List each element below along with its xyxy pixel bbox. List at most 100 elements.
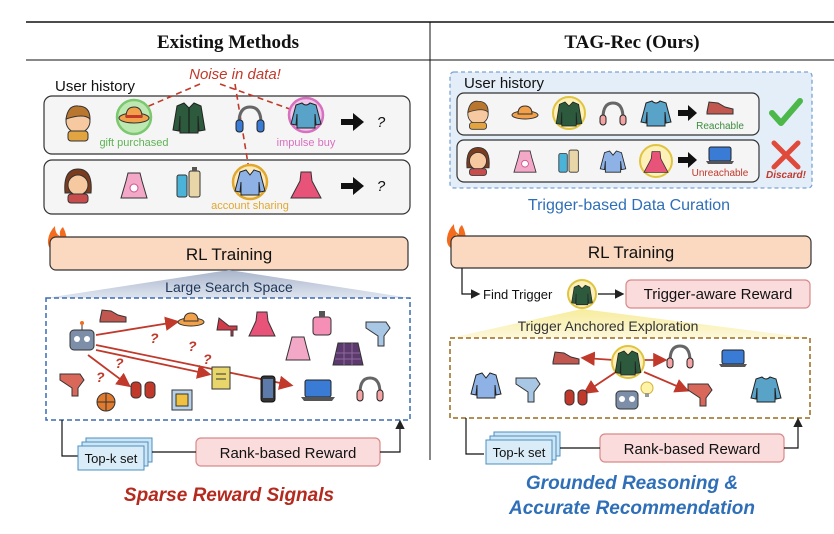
right-caption-line-2: Accurate Recommendation — [508, 498, 755, 519]
right-reward-return — [784, 417, 803, 449]
find-trigger-connector — [461, 268, 481, 299]
left-row1-hat-icon — [118, 106, 150, 124]
search-phone-icon — [260, 375, 276, 403]
exploration-scarf-icon — [515, 377, 541, 403]
left-reward-return — [380, 419, 405, 453]
search-notebook-icon — [211, 366, 231, 390]
noise-lines — [134, 83, 299, 177]
exploration-headphones-icon — [666, 344, 694, 369]
right-row1-jacket-icon — [555, 101, 583, 127]
right-row2-dress-icon — [643, 151, 669, 173]
right-row2-target-laptop-icon — [706, 146, 734, 164]
left-header: Existing Methods — [157, 32, 299, 53]
left-row1-user-icon — [65, 105, 91, 142]
right-row1-headphones-icon — [599, 101, 627, 126]
right-history-row-1 — [456, 92, 760, 136]
right-row2-shirt-icon — [599, 150, 627, 173]
left-row1-headphones-icon — [235, 105, 265, 133]
left-row1-jacket-icon — [172, 102, 206, 134]
exploration-robot-icon — [615, 390, 639, 410]
left-loop-line — [61, 420, 80, 457]
exploration-cone — [450, 309, 810, 338]
search-sneaker-icon — [99, 309, 127, 323]
noise-label: Noise in data! — [189, 66, 282, 83]
right-user-history-label: User history — [464, 75, 545, 92]
left-row1-unknown: ? — [377, 114, 386, 131]
exploration-laptop-icon — [719, 349, 747, 367]
search-perfume-icon — [312, 311, 332, 336]
search-heels-icon — [216, 317, 238, 337]
right-rl-training-box — [450, 235, 812, 269]
search-arrows — [87, 316, 294, 390]
search-plaid-jacket-icon — [332, 342, 364, 366]
right-row1-sweater-icon — [640, 100, 672, 127]
right-row1-arrow-icon — [678, 105, 697, 121]
search-mark-5: ? — [115, 355, 124, 371]
search-dress-icon — [248, 311, 276, 337]
search-laptop-icon — [301, 379, 335, 401]
search-mark-1: ? — [150, 330, 159, 346]
right-row2-baby-dress-icon — [513, 150, 537, 173]
search-space-cone — [46, 270, 410, 298]
right-rl-training-label: RL Training — [588, 243, 674, 262]
cross-icon — [771, 140, 801, 170]
search-basketball-icon — [96, 392, 116, 412]
left-reward-label: Rank-based Reward — [220, 445, 357, 462]
left-rl-training-label: RL Training — [186, 245, 272, 264]
right-row1-target-sneaker-icon — [706, 101, 734, 115]
left-topk-stack — [77, 437, 153, 471]
right-header: TAG-Rec (Ours) — [564, 32, 699, 53]
search-mark-2: ? — [188, 338, 197, 354]
exploration-sweater-icon — [750, 376, 782, 403]
search-mark-4: ? — [96, 369, 105, 385]
check-icon — [769, 98, 803, 126]
find-trigger-label: Find Trigger — [483, 287, 553, 302]
right-caption-line-1: Grounded Reasoning & — [526, 473, 738, 494]
right-row2-user-icon — [466, 146, 490, 176]
exploration-gloves-icon — [564, 389, 588, 406]
exploration-arrows — [580, 351, 690, 394]
search-robot-icon — [69, 321, 95, 351]
left-row2-unknown: ? — [377, 178, 386, 195]
exploration-label: Trigger Anchored Exploration — [518, 318, 699, 334]
left-row1-sweater-icon — [290, 102, 322, 129]
right-row1-user-icon — [467, 100, 489, 130]
exploration-center-jacket-icon — [614, 350, 642, 376]
trigger-reward-label: Trigger-aware Reward — [644, 286, 793, 303]
search-hat-icon — [177, 312, 205, 327]
left-topk-label: Top-k set — [85, 451, 138, 466]
right-loop-line — [465, 418, 484, 455]
search-headphones-icon — [356, 376, 384, 402]
search-scarf-icon — [365, 321, 391, 347]
lightbulb-icon — [640, 381, 654, 397]
left-row2-arrow-icon — [341, 177, 364, 195]
sharing-label: account sharing — [211, 200, 289, 212]
curation-label: Trigger-based Data Curation — [528, 197, 730, 214]
exploration-red-scarf-icon — [687, 383, 713, 407]
search-space-label: Large Search Space — [165, 279, 293, 295]
find-trigger-jacket-icon — [571, 284, 593, 306]
right-row2-toiletries-icon — [558, 149, 579, 173]
trigger-reward-box — [625, 279, 811, 309]
exploration-sneaker-icon — [552, 351, 580, 365]
search-baby-dress-icon — [285, 336, 311, 361]
search-red-scarf-icon — [59, 373, 85, 397]
search-gloves-icon — [130, 381, 156, 399]
left-user-history-label: User history — [55, 78, 136, 95]
left-row1-arrow-icon — [341, 113, 364, 131]
right-row2-status: Unreachable — [692, 168, 749, 179]
right-row2-arrow-icon — [678, 152, 697, 168]
right-row1-status: Reachable — [696, 121, 744, 132]
left-row2-user-icon — [64, 168, 92, 204]
left-caption: Sparse Reward Signals — [124, 485, 334, 506]
gift-label: gift purchased — [99, 137, 168, 149]
impulse-label: impulse buy — [277, 137, 336, 149]
right-topk-stack — [485, 431, 561, 465]
exploration-shirt-icon — [470, 372, 502, 399]
right-topk-label: Top-k set — [493, 445, 546, 460]
search-mark-3: ? — [203, 351, 212, 367]
search-books-icon — [171, 389, 193, 411]
left-row2-toiletries-icon — [176, 167, 201, 198]
left-row2-baby-dress-icon — [120, 172, 148, 199]
